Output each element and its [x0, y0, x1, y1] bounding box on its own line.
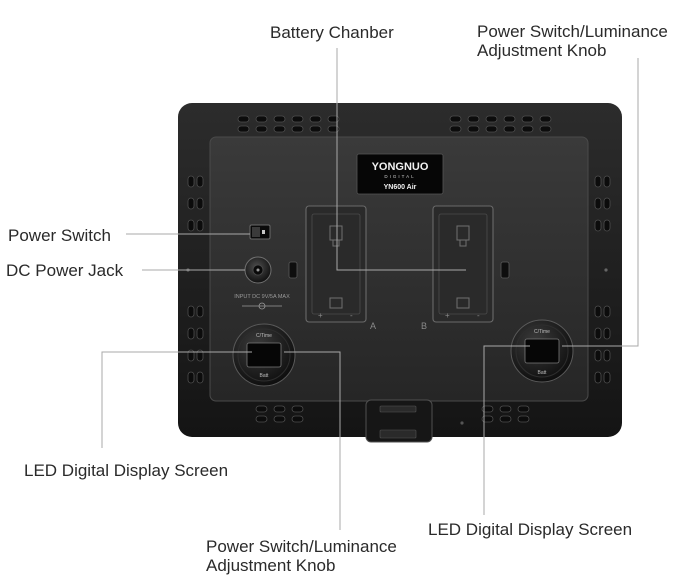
- callout-dc-power-jack: DC Power Jack: [6, 261, 124, 280]
- side-dot-right: [604, 268, 608, 272]
- dc-power-jack[interactable]: [244, 256, 272, 284]
- leader-led-left: [101, 351, 252, 448]
- leader-knob-top: [562, 58, 639, 347]
- callout-knob-top-line2: Adjustment Knob: [477, 41, 607, 60]
- callout-led-display-left: LED Digital Display Screen: [24, 461, 229, 480]
- leader-battery-chamber: [336, 48, 466, 271]
- slot-a-label: A: [370, 321, 376, 331]
- callout-knob-bottom-line1: Power Switch/Luminance: [206, 537, 397, 556]
- callout-knob-bottom-line2: Adjustment Knob: [206, 556, 336, 575]
- slot-b-label: B: [421, 321, 427, 331]
- left-knob-bottom-label: Batt: [260, 373, 270, 379]
- battery-latch-a[interactable]: [288, 261, 298, 279]
- left-knob-assembly: C/Time Batt: [232, 323, 296, 387]
- leader-lines: [101, 48, 639, 530]
- bottom-vents: [255, 405, 530, 423]
- brand-logo: YONGNUO: [372, 161, 429, 173]
- model-name: YN600 Air: [384, 184, 417, 191]
- input-rating-text: INPUT DC 9V/5A MAX: [234, 294, 290, 300]
- right-knob-bottom-label: Batt: [538, 370, 548, 376]
- callout-battery-chamber: Battery Chanber: [270, 23, 394, 42]
- right-led-display: [524, 338, 560, 364]
- screw: [460, 421, 464, 425]
- bottom-mount: [365, 399, 433, 443]
- leader-led-right: [483, 345, 530, 515]
- battery-plate-b: + -: [432, 205, 494, 323]
- right-side-vents: [594, 175, 611, 384]
- brand-sub: DIGITAL: [384, 174, 415, 179]
- callout-knob-top-line1: Power Switch/Luminance: [477, 22, 668, 41]
- callout-led-display-right: LED Digital Display Screen: [428, 520, 633, 539]
- top-vents: [237, 115, 552, 133]
- left-knob-top-label: C/Time: [256, 333, 272, 339]
- left-led-display: [246, 342, 282, 368]
- svg-text:-: -: [350, 311, 353, 320]
- svg-text:+: +: [445, 311, 450, 320]
- battery-latch-b[interactable]: [500, 261, 510, 279]
- brand-badge: YONGNUO DIGITAL YN600 Air: [356, 153, 444, 195]
- svg-text:-: -: [477, 311, 480, 320]
- right-knob-top-label: C/Time: [534, 329, 550, 335]
- callout-power-switch: Power Switch: [8, 226, 111, 245]
- right-knob-assembly: C/Time Batt: [510, 319, 574, 383]
- svg-text:+: +: [318, 311, 323, 320]
- power-switch[interactable]: [249, 224, 271, 240]
- battery-plate-a: + -: [305, 205, 367, 323]
- left-side-vents: [187, 175, 204, 384]
- leader-knob-bottom: [284, 351, 341, 530]
- polarity-symbol: [242, 302, 282, 310]
